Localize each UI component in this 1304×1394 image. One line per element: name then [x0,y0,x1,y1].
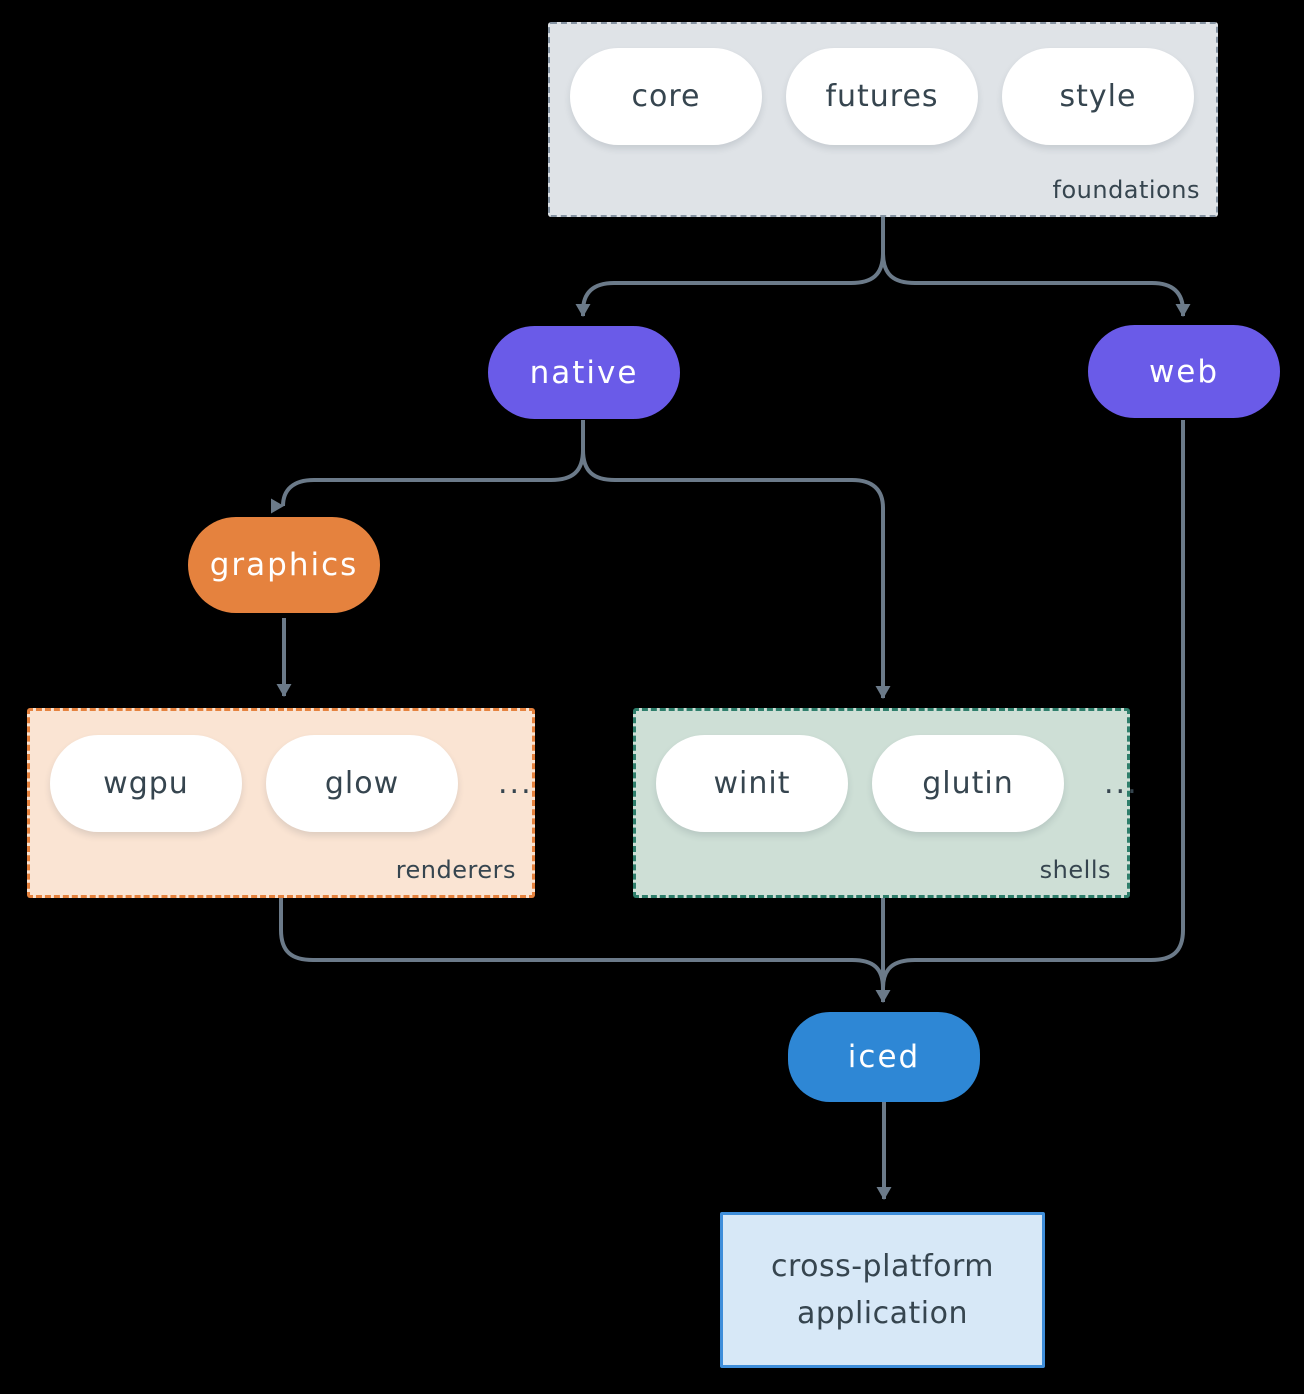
renderers-group-label: renderers [395,856,516,884]
edge-native-shells [581,420,891,699]
shells-ellipsis: ... [1104,766,1139,801]
pill-core: core [570,48,762,145]
pill-futures: futures [786,48,978,145]
node-iced: iced [788,1012,980,1102]
node-web: web [1088,325,1280,418]
edge-renderers-merge [279,898,885,989]
renderers-group: wgpu glow ... renderers [27,708,535,898]
node-native: native [488,326,680,419]
edge-foundations-native [575,217,885,317]
pill-glutin: glutin [872,735,1064,832]
renderers-pill-row: wgpu glow ... [50,735,533,832]
renderers-ellipsis: ... [498,766,533,801]
node-graphics: graphics [188,517,380,613]
shells-group-label: shells [1039,856,1111,884]
foundations-group: core futures style foundations [548,22,1218,217]
app-label-line2: application [797,1296,968,1331]
app-label-line1: cross-platform [770,1249,995,1284]
pill-style: style [1002,48,1194,145]
foundations-group-label: foundations [1052,176,1200,204]
edge-web-merge [881,420,1185,989]
shells-pill-row: winit glutin ... [656,735,1139,832]
foundations-pill-row: core futures style [570,48,1194,145]
node-cross-platform-application: cross-platform application [720,1212,1045,1368]
pill-winit: winit [656,735,848,832]
edge-foundations-web [881,217,1191,317]
shells-group: winit glutin ... shells [633,708,1137,898]
pill-glow: glow [266,735,458,832]
edge-native-graphics [275,420,585,507]
pill-wgpu: wgpu [50,735,242,832]
